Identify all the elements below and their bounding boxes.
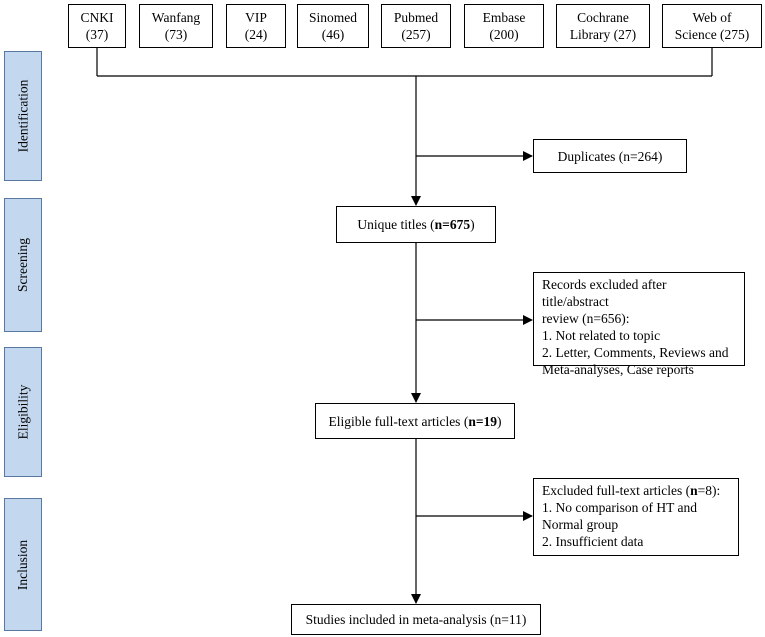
database-box-sinomed: Sinomed (46) (297, 4, 369, 48)
stage-eligibility: Eligibility (4, 347, 42, 477)
records-excluded-line: Records excluded after title/abstract (542, 277, 667, 309)
stage-screening: Screening (4, 198, 42, 332)
eligible-articles-text: Eligible full-text articles (n=19) (328, 413, 502, 429)
records-excluded-line: review (n=656): (542, 311, 630, 326)
database-box-cochrane: Cochrane Library (27) (556, 4, 650, 48)
eligible-articles-box: Eligible full-text articles (n=19) (315, 403, 515, 439)
stage-label: Eligibility (15, 384, 31, 440)
fulltext-excluded-heading: Excluded full-text articles (n=8): (542, 483, 721, 498)
database-count: (257) (401, 27, 431, 42)
database-name: VIP (245, 10, 267, 25)
studies-included-text: Studies included in meta-analysis (n=11) (305, 612, 527, 627)
fulltext-excluded-reason: 1. No comparison of HT and (542, 500, 697, 515)
stage-label: Screening (15, 238, 31, 292)
database-count: (46) (321, 27, 345, 42)
database-box-pubmed: Pubmed (257) (381, 4, 451, 48)
database-box-vip: VIP (24) (226, 4, 286, 48)
stage-inclusion: Inclusion (4, 498, 42, 631)
duplicates-text: Duplicates (n=264) (557, 148, 663, 164)
database-name: CNKI (80, 10, 114, 25)
database-box-cnki: CNKI (37) (68, 4, 126, 48)
stage-label: Identification (15, 79, 31, 153)
database-name: Pubmed (393, 10, 439, 25)
records-excluded-reason: 2. Letter, Comments, Reviews and (542, 345, 729, 360)
records-excluded-reason: Meta-analyses, Case reports (542, 362, 694, 377)
database-box-embase: Embase (200) (464, 4, 544, 48)
database-count: (37) (85, 27, 109, 42)
database-box-wanfang: Wanfang (73) (139, 4, 213, 48)
records-excluded-box: Records excluded after title/abstract re… (533, 272, 745, 377)
database-name: Embase (482, 10, 526, 25)
studies-included-box: Studies included in meta-analysis (n=11) (291, 604, 541, 635)
duplicates-box: Duplicates (n=264) (533, 139, 687, 173)
database-count: (200) (489, 27, 519, 42)
database-name: Wanfang (151, 10, 201, 25)
database-box-web-of-science: Web of Science (275) (662, 4, 762, 48)
database-count: Science (275) (674, 27, 750, 42)
unique-titles-text: Unique titles (n=675) (357, 217, 475, 232)
records-excluded-reason: 1. Not related to topic (542, 328, 661, 343)
database-count: Library (27) (569, 27, 637, 42)
fulltext-excluded-reason: 2. Insufficient data (542, 534, 644, 549)
fulltext-excluded-reason: Normal group (542, 517, 619, 532)
unique-titles-box: Unique titles (n=675) (336, 206, 496, 243)
database-count: (24) (244, 27, 268, 42)
stage-label: Inclusion (15, 539, 30, 590)
database-name: Cochrane (577, 10, 629, 25)
database-count: (73) (164, 27, 188, 42)
stage-identification: Identification (4, 51, 42, 181)
database-name: Web of (692, 10, 732, 25)
fulltext-excluded-box: Excluded full-text articles (n=8): 1. No… (533, 478, 739, 556)
database-name: Sinomed (308, 10, 357, 25)
